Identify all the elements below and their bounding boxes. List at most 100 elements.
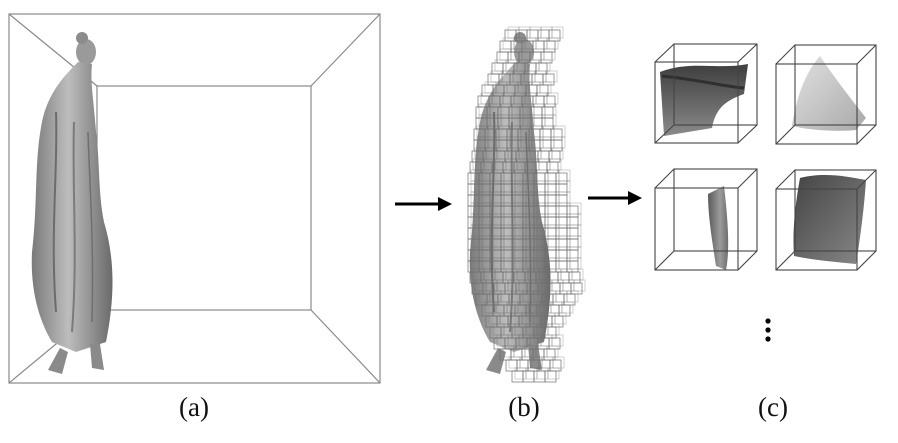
voxel-cell-back [517,301,530,314]
voxel-cell-back [525,169,538,182]
voxel-cell [555,194,568,207]
voxel-cell-back [551,147,564,160]
voxel-cell-back [514,246,527,259]
voxel-cell-back [535,37,548,50]
voxel-cell-back [492,224,505,237]
voxel-cell-back [547,202,560,215]
voxel-cell-back [551,334,564,347]
voxel-cell-back [552,356,565,369]
voxel-cell [544,194,557,207]
voxel-cell-back [542,125,555,138]
voxel-cell-back [470,246,483,259]
voxel-cell-back [536,191,549,204]
voxel-cell [539,128,552,141]
voxel-cell-back [476,136,489,149]
voxel-cell [566,249,579,262]
voxel-cell [544,172,557,185]
voxel-cell-back [543,312,556,325]
voxel-cell-back [569,257,582,270]
voxel-cell-back [498,136,511,149]
voxel-cell-back [514,323,527,336]
voxel-cell-back [542,136,555,149]
voxel-cell [532,95,545,108]
voxel-cell [555,183,568,196]
voxel-cell [511,370,524,383]
voxel-cell-back [569,213,582,226]
voxel-cell-back [547,257,560,270]
voxel-cell-back [492,191,505,204]
voxel-cell-back [569,202,582,215]
voxel-cell-back [539,301,552,314]
voxel-cell [546,161,559,174]
sculpture-figure [30,31,114,375]
voxel-cell-back [546,345,559,358]
voxel-cell-back [470,202,483,215]
voxel-cell-back [483,158,496,171]
voxel-cell-back [514,169,527,182]
voxel-cell-back [558,246,571,259]
voxel-cell-back [502,37,515,50]
voxel-cell [566,227,579,240]
voxel-cell [568,271,581,284]
voxel-cell-back [514,235,527,248]
voxel-cell-back [529,26,542,39]
patch-cube [654,43,758,144]
voxel-cell-back [540,334,553,347]
voxel-cell-back [538,268,551,281]
voxel-cell-back [540,147,553,160]
voxel-cell-back [492,213,505,226]
voxel-cell [539,139,552,152]
voxel-cell-back [516,59,529,72]
voxel-cell [491,62,504,75]
voxel-cell-back [528,301,541,314]
voxel-cell-back [470,169,483,182]
voxel-cell-back [539,81,552,94]
voxel-cell-back [558,202,571,215]
voxel-cell-back [474,147,487,160]
voxel-cell-back [483,268,496,281]
voxel-cell-back [527,158,540,171]
voxel-cell [550,139,563,152]
voxel-cell-back [527,59,540,72]
voxel-cell-back [495,81,508,94]
voxel-cell-back [532,48,545,61]
voxel-cell-back [476,125,489,138]
voxel-cell-back [536,202,549,215]
voxel-cell-back [470,213,483,226]
voxel-cell-back [544,114,557,127]
voxel-cell-back [547,191,560,204]
voxel-cell-back [544,103,557,116]
voxel-cell-back [500,114,513,127]
voxel-cell-back [501,70,514,83]
voxel-cell-back [502,92,515,105]
voxel-cell-back [547,213,560,226]
voxel-cell [555,172,568,185]
voxel-cell [522,370,535,383]
voxel-cell-back [535,92,548,105]
voxel-cell-back [536,213,549,226]
voxel-cell-back [558,180,571,193]
caption-b: (b) [508,392,540,422]
voxel-cell-back [510,48,523,61]
voxel-cell-back [503,323,516,336]
voxel-cell [555,260,568,273]
voxel-cell [544,216,557,229]
voxel-cell-back [525,367,538,380]
voxel-cell-back [524,345,537,358]
voxel-cell-back [514,213,527,226]
voxel-cell-back [513,37,526,50]
panel-c [654,43,877,342]
voxel-cell-back [535,345,548,358]
voxel-cell-back [546,92,559,105]
voxel-cell-back [494,268,507,281]
voxel-cell-back [569,224,582,237]
voxel-cell-back [503,246,516,259]
voxel-cell-back [547,367,560,380]
voxel-cell-back [554,312,567,325]
voxel-cell-back [533,103,546,116]
voxel-cell-back [543,48,556,61]
voxel-cell [555,216,568,229]
voxel-cell-back [529,279,542,292]
voxel-cell-back [505,158,518,171]
